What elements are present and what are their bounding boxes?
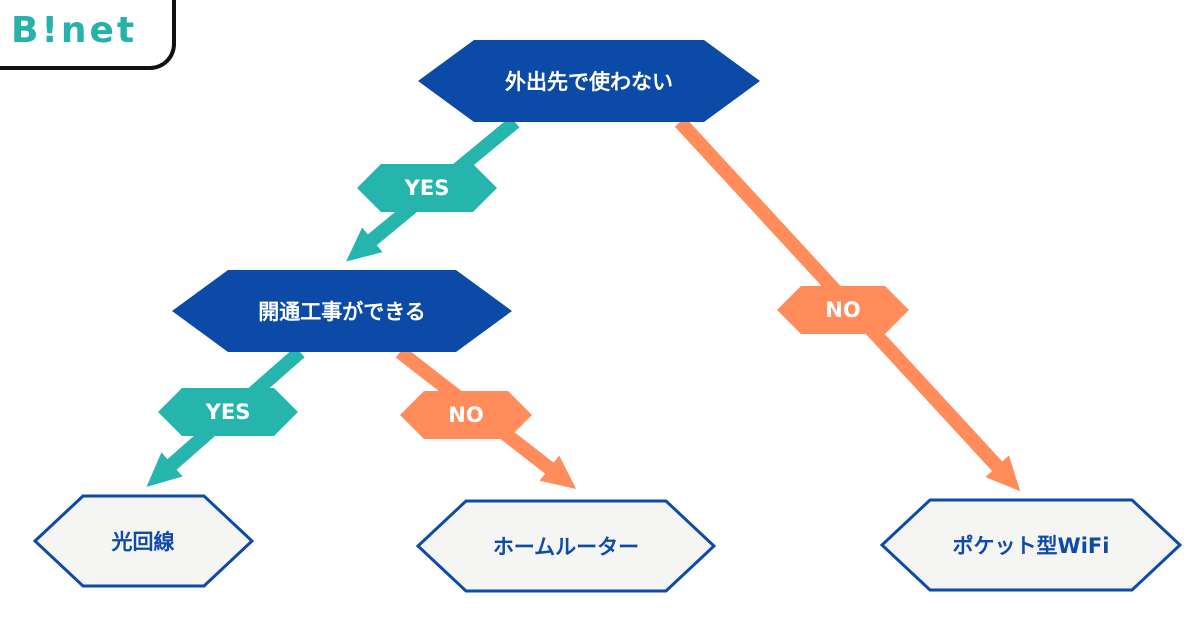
decision-label-outing: 外出先で使わない	[505, 70, 673, 94]
result-label-pocket-wifi: ポケット型WiFi	[952, 534, 1110, 558]
result-label-home-router: ホームルーター	[492, 535, 640, 559]
yes-tag-shape	[158, 388, 298, 436]
result-label-fiber: 光回線	[111, 530, 175, 554]
yes-tag-shape	[357, 164, 497, 212]
result-node-shape	[32, 494, 255, 588]
result-node-shape	[879, 498, 1183, 592]
branch-label-yes: YES	[404, 176, 450, 200]
result-node-shape	[415, 499, 717, 593]
logo: B!net	[0, 0, 176, 70]
logo-text: B!net	[11, 10, 138, 51]
no-tag-shape	[777, 286, 909, 334]
decision-node-shape	[418, 40, 760, 122]
branch-label-no: NO	[448, 403, 484, 427]
branch-label-no: NO	[825, 298, 861, 322]
no-tag-shape	[400, 391, 532, 439]
decision-label-installation: 開通工事ができる	[258, 300, 426, 324]
decision-node-shape	[172, 270, 512, 352]
branch-label-yes: YES	[205, 400, 251, 424]
